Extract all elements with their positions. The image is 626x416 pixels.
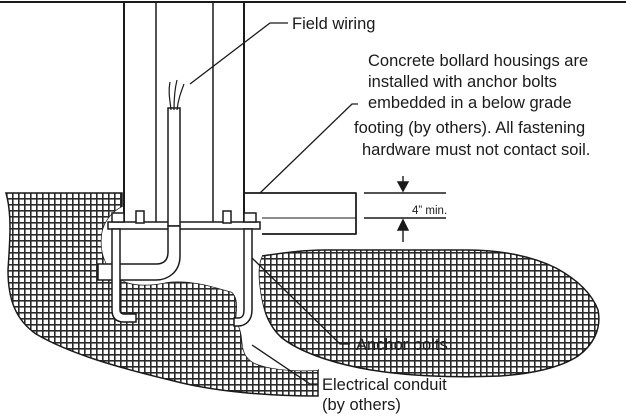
note-line-2: installed with anchor bolts <box>368 73 557 91</box>
base-plate <box>107 221 261 230</box>
note-line-4: footing (by others). All fastening <box>354 119 585 137</box>
bollard-housing <box>123 1 245 227</box>
note-line-3: embedded in a below grade <box>368 94 572 112</box>
conduit-label-line-1: Electrical conduit <box>322 376 447 394</box>
plate-studs <box>111 210 257 224</box>
leader-lines <box>189 22 358 385</box>
field-wiring-label: Field wiring <box>292 15 375 33</box>
dimension-label: 4” min. <box>412 205 447 217</box>
note-line-1: Concrete bollard housings are <box>368 52 588 70</box>
footing-pocket <box>101 193 319 371</box>
note-line-5: hardware must not contact soil. <box>362 141 590 159</box>
anchor-bolts-drawing <box>111 228 253 327</box>
dimension-markers <box>364 176 446 242</box>
field-wiring-strands <box>168 79 185 111</box>
anchor-bolts-label: Anchor bolts <box>356 336 448 354</box>
conduit-label-line-2: (by others) <box>322 396 401 414</box>
soil-right <box>257 249 600 378</box>
